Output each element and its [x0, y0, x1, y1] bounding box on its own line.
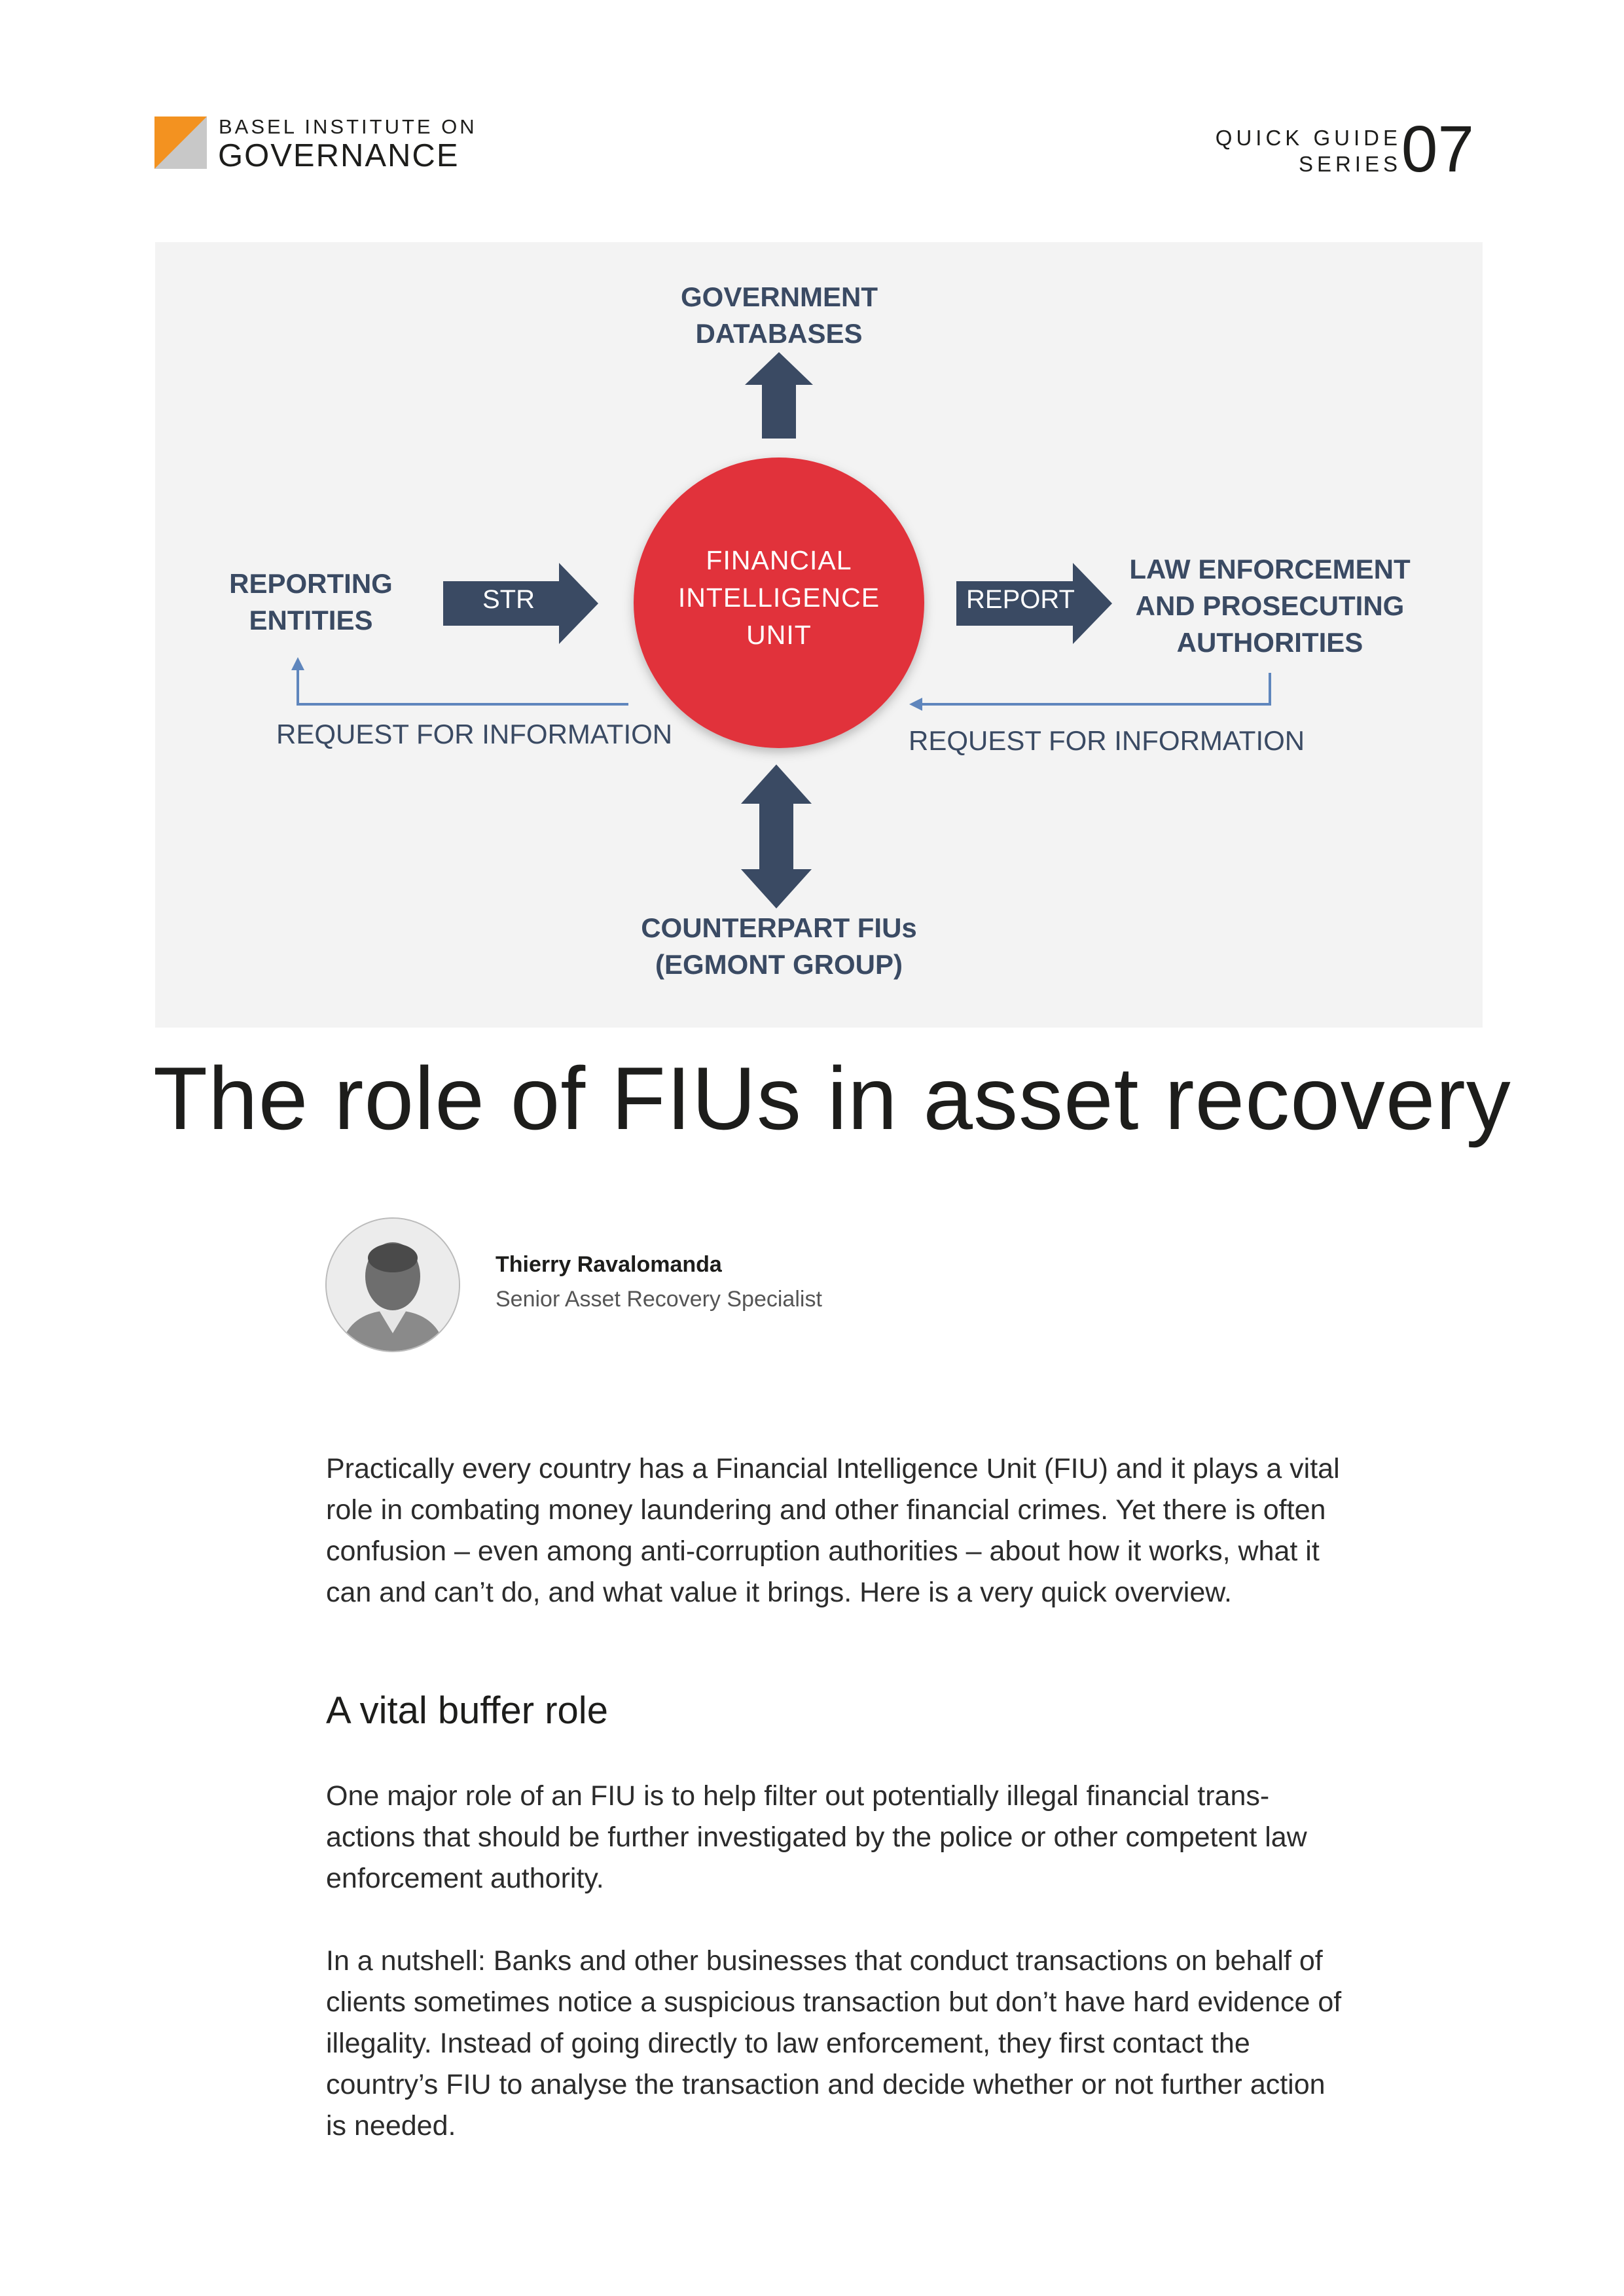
report-label: REPORT [966, 585, 1075, 614]
fiu-diagram: FINANCIAL INTELLIGENCE UNIT GOVERNMENT D… [155, 242, 1483, 1028]
series-label-series: SERIES [1298, 152, 1401, 176]
str-arrow-icon [443, 563, 598, 644]
intro-paragraph: Practically every country has a Financia… [326, 1453, 1340, 1608]
law-enforcement-line-2: AND PROSECUTING [1135, 590, 1405, 621]
body-paragraph-1: One major role of an FIU is to help filt… [326, 1780, 1307, 1894]
law-enforcement-line-1: LAW ENFORCEMENT [1129, 554, 1411, 584]
logo-text-bottom: GOVERNANCE [218, 138, 460, 173]
series-number: 07 [1401, 113, 1474, 186]
basel-institute-logo-icon [154, 117, 207, 169]
fiu-circle [634, 457, 924, 748]
person-icon [327, 1219, 459, 1351]
reporting-entities-line-2: ENTITIES [249, 605, 373, 636]
right-request-line [918, 673, 1271, 706]
government-databases-line-2: DATABASES [695, 318, 863, 349]
government-databases-line-1: GOVERNMENT [681, 281, 878, 312]
fiu-center-line-2: INTELLIGENCE [677, 583, 880, 613]
counterpart-fius-label: COUNTERPART FIUs (EGMONT GROUP) [635, 910, 923, 983]
page-title: The role of FIUs in asset recovery [153, 1049, 1511, 1148]
section-heading: A vital buffer role [326, 1689, 608, 1732]
government-databases-label: GOVERNMENT DATABASES [681, 279, 878, 352]
up-arrow-icon [745, 352, 813, 439]
left-request-label: REQUEST FOR INFORMATION [276, 719, 673, 749]
counterpart-fius-line-1: COUNTERPART FIUs [641, 912, 917, 943]
author-role: Senior Asset Recovery Specialist [496, 1287, 822, 1312]
author-name: Thierry Ravalomanda [496, 1252, 722, 1277]
diagram-graphics [291, 352, 1271, 908]
left-request-arrowhead-icon [291, 657, 304, 670]
reporting-entities-label: REPORTING ENTITIES [216, 565, 406, 639]
fiu-center-line-1: FINANCIAL [706, 545, 852, 575]
right-request-arrowhead-icon [909, 698, 922, 711]
right-request-label: REQUEST FOR INFORMATION [909, 725, 1305, 756]
counterpart-fius-line-2: (EGMONT GROUP) [655, 949, 903, 980]
body-paragraph-2: In a nutshell: Banks and other businesse… [326, 1945, 1342, 2142]
author-avatar [325, 1217, 460, 1352]
reporting-entities-line-1: REPORTING [229, 568, 393, 599]
law-enforcement-line-3: AUTHORITIES [1176, 627, 1363, 658]
law-enforcement-label: LAW ENFORCEMENT AND PROSECUTING AUTHORIT… [1106, 551, 1434, 661]
report-arrow-icon [956, 563, 1112, 644]
logo-text-top: BASEL INSTITUTE ON [219, 115, 477, 138]
left-request-line [297, 665, 628, 706]
double-arrow-icon [741, 764, 812, 908]
fiu-center-label: FINANCIAL INTELLIGENCE UNIT [648, 542, 910, 654]
str-label: STR [482, 585, 535, 614]
series-label-quick-guide: QUICK GUIDE [1215, 126, 1401, 150]
fiu-center-line-3: UNIT [746, 620, 812, 650]
